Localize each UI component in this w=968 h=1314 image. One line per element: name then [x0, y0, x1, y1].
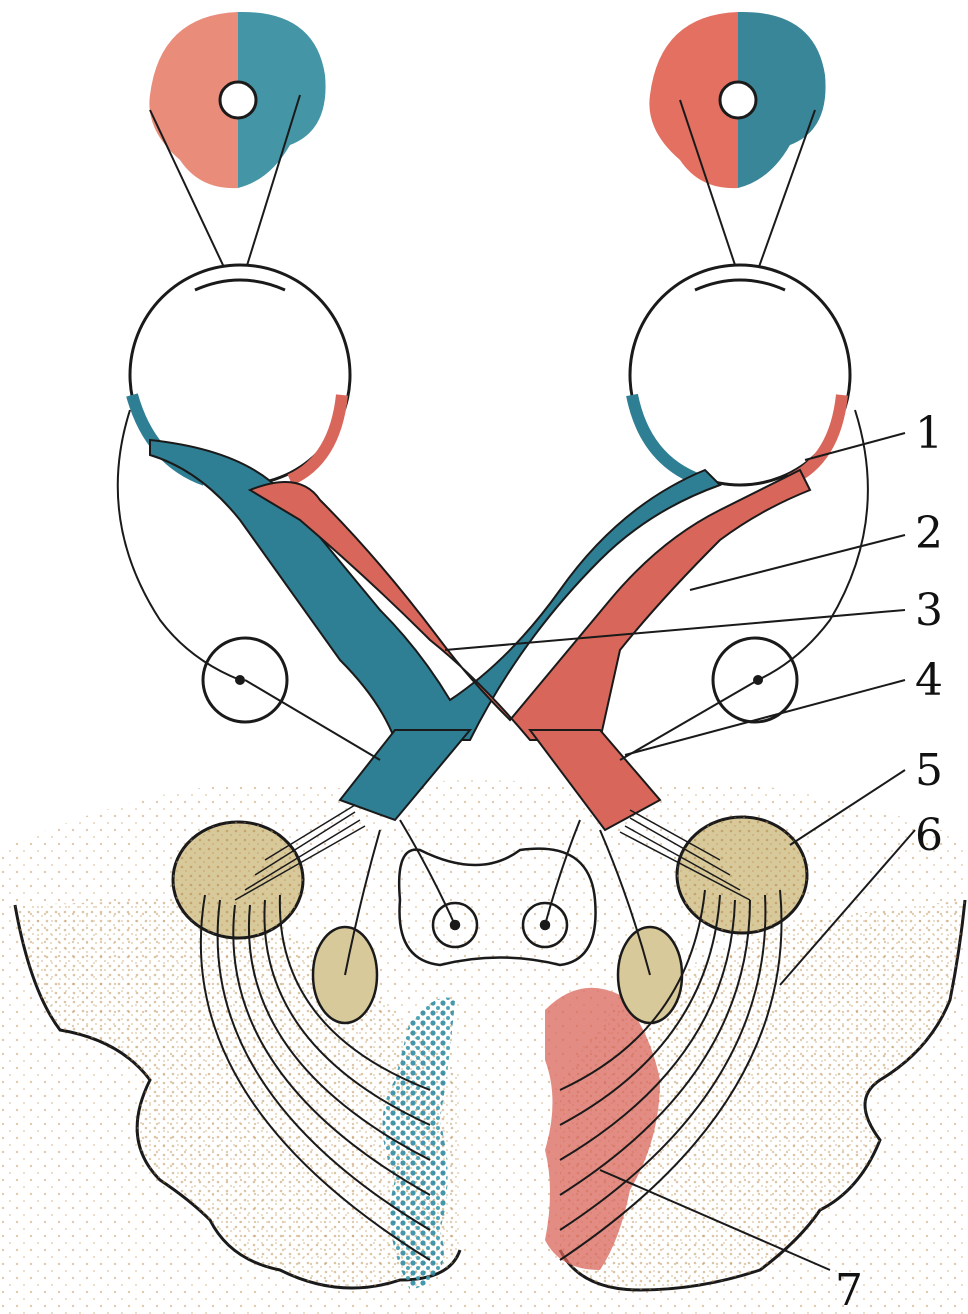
right-eye	[630, 265, 850, 485]
label-1: 1	[915, 408, 943, 459]
label-7: 7	[835, 1265, 863, 1314]
label-6: 6	[915, 810, 943, 861]
label-2: 2	[915, 508, 943, 559]
left-lateral-geniculate-body	[173, 822, 303, 938]
right-lateral-geniculate-body	[677, 817, 807, 933]
label-5: 5	[915, 745, 943, 796]
right-ciliary-ganglion	[713, 638, 797, 722]
label-4: 4	[915, 655, 943, 706]
right-visual-field	[649, 12, 825, 188]
label-3: 3	[915, 585, 943, 636]
